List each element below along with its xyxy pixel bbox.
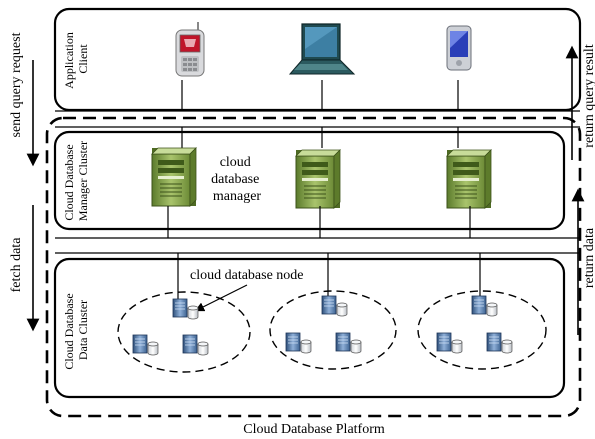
return-query-result-label: return query result xyxy=(582,44,595,148)
database-node-icon xyxy=(321,295,348,317)
database-node-icon xyxy=(471,295,498,317)
manager-server-icon xyxy=(446,149,492,209)
application-client-layer xyxy=(53,7,582,112)
data-network-bus xyxy=(55,206,580,303)
database-node-icon xyxy=(436,332,463,354)
manager-cluster-label: Cloud Database Manager Cluster xyxy=(62,141,90,221)
database-node-group-icon xyxy=(117,291,251,373)
database-node-icon xyxy=(132,334,159,356)
database-node-icon xyxy=(285,332,312,354)
platform-caption: Cloud Database Platform xyxy=(243,422,385,437)
manager-server-icon xyxy=(295,149,341,209)
laptop-icon xyxy=(288,23,356,75)
return-data-label: return data xyxy=(582,227,595,288)
data-cluster-label: Cloud Database Data Cluster xyxy=(62,290,90,369)
manager-cluster-layer xyxy=(53,130,566,231)
send-query-request-label: send query request xyxy=(9,32,24,137)
flow-arrows xyxy=(26,45,585,335)
database-node-icon xyxy=(172,298,199,320)
database-node-icon xyxy=(182,334,209,356)
platform-boundary xyxy=(45,116,582,418)
fetch-data-label: fetch data xyxy=(9,237,24,293)
mobile-phone-icon xyxy=(175,22,205,77)
cloud-database-node-label: cloud database node xyxy=(190,268,304,283)
cloud-database-manager-label: cloud database manager xyxy=(211,155,263,204)
database-node-icon xyxy=(335,332,362,354)
database-node-group-icon xyxy=(417,290,547,370)
pda-icon xyxy=(446,25,472,71)
manager-server-icon xyxy=(151,147,197,207)
database-node-icon xyxy=(486,332,513,354)
client-network-bus xyxy=(55,80,580,148)
application-label: Application Client xyxy=(62,29,90,89)
database-node-group-icon xyxy=(269,290,397,370)
node-pointer-arrow xyxy=(194,284,248,312)
data-cluster-layer xyxy=(53,257,566,399)
